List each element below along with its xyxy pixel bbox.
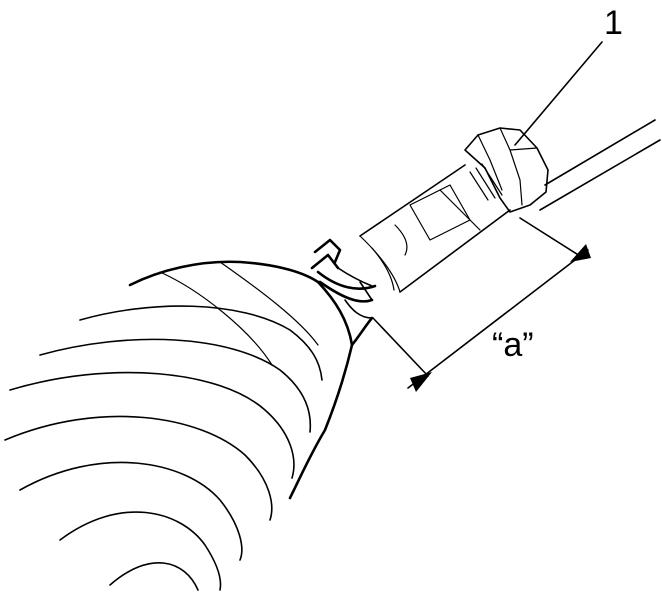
dimension-label-a: “a” <box>492 326 534 364</box>
arrowhead-left <box>410 372 432 392</box>
boot-clamp <box>310 238 377 319</box>
part-callout-1: 1 <box>604 4 623 42</box>
dimension-a <box>372 217 591 392</box>
tie-rod-shaft <box>539 119 661 211</box>
lock-nut <box>464 127 549 213</box>
inner-tie-rod <box>359 163 511 293</box>
arrowhead-right <box>570 244 591 262</box>
callout-1-leader <box>514 41 603 146</box>
rack-boot <box>4 260 374 591</box>
